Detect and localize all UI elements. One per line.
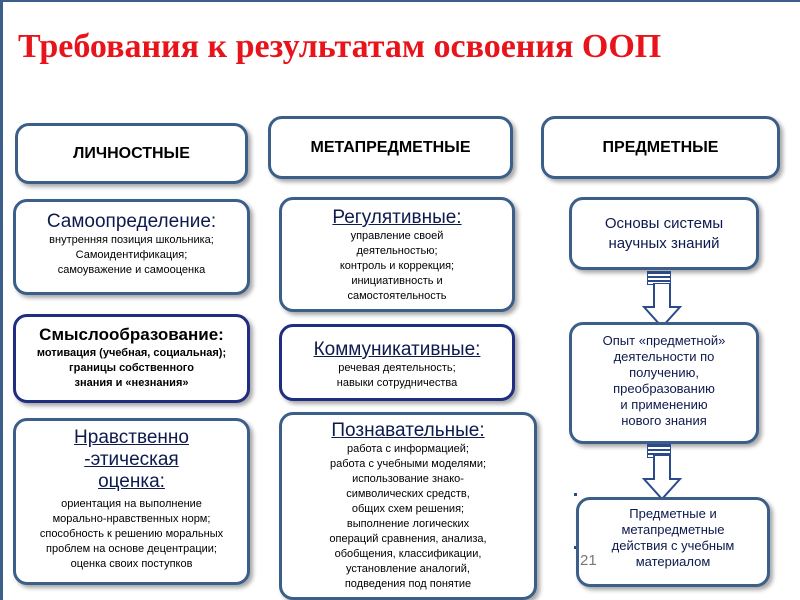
box-cognitive-line-10: подведения под понятие xyxy=(344,578,472,590)
box-moral-ethical-line-5: оценка своих поступков xyxy=(70,558,193,570)
box-moral-ethical-title-1: Нравственно xyxy=(74,427,189,448)
box-regulatory-line-5: самостоятельность xyxy=(347,290,447,302)
box-subject-actions-line-4: материалом xyxy=(635,554,711,569)
box-subject-experience-line-2: деятельности по xyxy=(613,349,715,364)
box-cognitive-line-2: работа с учебными моделями; xyxy=(329,458,487,470)
box-self-determination: Самоопределение: внутренняя позиция школ… xyxy=(13,199,250,295)
box-meaning-making-line-3: знания и «незнания» xyxy=(74,377,189,389)
box-subject-actions-line-2: метапредметные xyxy=(621,522,725,537)
box-cognitive-title: Познавательные: xyxy=(331,420,485,441)
box-moral-ethical-line-2: морально-нравственных норм; xyxy=(52,513,211,525)
header-subject: ПРЕДМЕТНЫЕ xyxy=(541,116,780,179)
box-subject-experience: Опыт «предметной» деятельности по получе… xyxy=(569,322,759,444)
box-cognitive-line-5: общих схем решения; xyxy=(351,503,465,515)
box-cognitive-line-1: работа с информацией; xyxy=(346,443,469,455)
dot-marker xyxy=(574,493,577,496)
box-regulatory-line-1: управление своей xyxy=(350,230,444,242)
header-meta-label: МЕТАПРЕДМЕТНЫЕ xyxy=(310,138,471,156)
box-moral-ethical-line-3: способность к решению моральных xyxy=(39,528,224,540)
box-regulatory-title: Регулятивные: xyxy=(332,207,462,228)
box-cognitive-line-9: установление аналогий, xyxy=(346,563,470,575)
slide-left-border xyxy=(0,0,3,600)
box-self-determination-line-3: самоуважение и самооценка xyxy=(57,264,206,276)
box-scientific-knowledge: Основы системы научных знаний xyxy=(569,197,759,270)
box-cognitive: Познавательные: работа с информацией; ра… xyxy=(279,412,537,600)
box-regulatory-line-4: инициативность и xyxy=(351,275,443,287)
header-personal: ЛИЧНОСТНЫЕ xyxy=(15,123,248,184)
header-subject-label: ПРЕДМЕТНЫЕ xyxy=(602,138,719,156)
slide-top-border xyxy=(0,0,800,2)
box-cognitive-line-6: выполнение логических xyxy=(346,518,470,530)
box-cognitive-line-3: использование знако- xyxy=(352,473,464,485)
box-subject-actions-line-1: Предметные и xyxy=(629,506,717,521)
slide-number: 21 xyxy=(580,552,597,569)
box-moral-ethical-line-1: ориентация на выполнение xyxy=(61,498,202,510)
arrow-down-icon xyxy=(642,283,682,329)
box-communicative-line-2: навыки сотрудничества xyxy=(336,377,458,389)
box-self-determination-title: Самоопределение: xyxy=(46,211,217,232)
box-moral-ethical-title-2: -этическая xyxy=(84,449,179,470)
box-communicative-line-1: речевая деятельность; xyxy=(338,362,456,374)
box-regulatory-line-3: контроль и коррекция; xyxy=(339,260,455,272)
header-meta: МЕТАПРЕДМЕТНЫЕ xyxy=(268,116,513,179)
box-communicative-title: Коммуникативные: xyxy=(313,339,481,360)
box-self-determination-line-2: Самоидентификация; xyxy=(75,249,188,261)
box-meaning-making-line-1: мотивация (учебная, социальная); xyxy=(36,347,227,359)
box-meaning-making: Смыслообразование: мотивация (учебная, с… xyxy=(13,314,250,403)
box-subject-actions-line-3: действия с учебным xyxy=(611,538,735,553)
header-personal-label: ЛИЧНОСТНЫЕ xyxy=(73,144,190,162)
box-moral-ethical-line-4: проблем на основе децентрации; xyxy=(46,543,217,555)
box-regulatory: Регулятивные: управление своей деятельно… xyxy=(279,197,515,312)
box-moral-ethical: Нравственно -этическая оценка: ориентаци… xyxy=(13,418,250,585)
box-meaning-making-line-2: границы собственного xyxy=(69,362,194,374)
box-regulatory-line-2: деятельностью; xyxy=(356,245,438,257)
box-subject-experience-line-3: получению, xyxy=(629,365,699,380)
box-meaning-making-title: Смыслообразование: xyxy=(39,325,224,344)
box-self-determination-line-1: внутренняя позиция школьника; xyxy=(49,234,214,246)
box-cognitive-line-8: обобщения, классификации, xyxy=(334,548,482,560)
box-cognitive-line-4: символических средств, xyxy=(346,488,470,500)
box-communicative: Коммуникативные: речевая деятельность; н… xyxy=(279,324,515,401)
arrow-down-icon xyxy=(642,455,682,501)
box-scientific-knowledge-line-1: Основы системы xyxy=(604,215,724,232)
box-subject-actions: Предметные и метапредметные действия с у… xyxy=(576,497,770,587)
box-cognitive-line-7: операций сравнения, анализа, xyxy=(329,533,487,545)
box-subject-experience-line-6: нового знания xyxy=(621,413,707,428)
dot-marker xyxy=(574,546,577,549)
box-subject-experience-line-4: преобразованию xyxy=(613,381,715,396)
slide-title: Требования к результатам освоения ООП xyxy=(18,28,662,65)
box-subject-experience-line-1: Опыт «предметной» xyxy=(602,333,726,348)
box-moral-ethical-title-3: оценка: xyxy=(98,471,165,492)
box-scientific-knowledge-line-2: научных знаний xyxy=(608,235,720,252)
box-subject-experience-line-5: и применению xyxy=(620,397,708,412)
